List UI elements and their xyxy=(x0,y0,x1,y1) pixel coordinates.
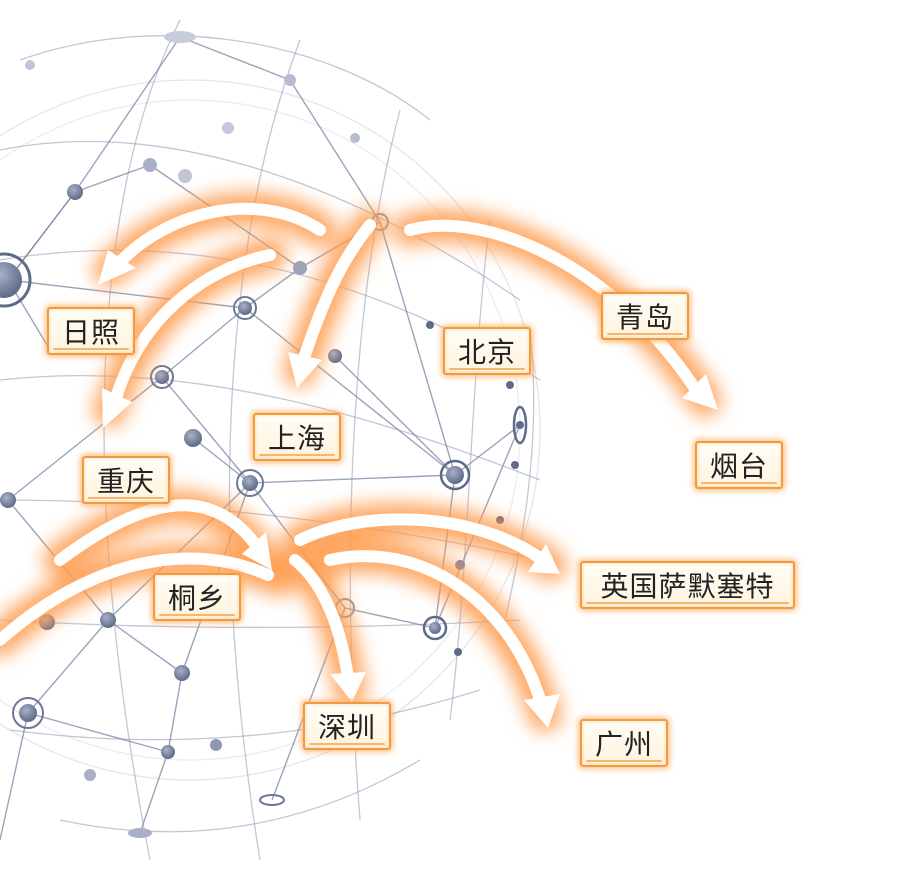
network-node xyxy=(242,475,258,491)
network-node xyxy=(446,466,464,484)
network-node xyxy=(439,459,471,491)
network-node xyxy=(259,794,285,806)
network-node xyxy=(429,622,441,634)
city-label-qingdao: 青岛 xyxy=(601,292,689,340)
network-node xyxy=(454,648,462,656)
network-node xyxy=(150,365,174,389)
network-node xyxy=(12,697,44,729)
network-node xyxy=(236,469,264,497)
network-node xyxy=(84,769,96,781)
network-node xyxy=(422,615,448,641)
arrow-head-yantai xyxy=(682,374,718,410)
network-node xyxy=(143,158,157,172)
network-node xyxy=(516,421,524,429)
network-node xyxy=(512,405,528,445)
network-node xyxy=(328,349,342,363)
network-node xyxy=(155,370,169,384)
network-node xyxy=(238,301,252,315)
network-node xyxy=(128,828,152,838)
arrow-head-shenzhen xyxy=(330,672,366,702)
flow-arrows xyxy=(0,192,722,732)
network-node xyxy=(426,321,434,329)
arrow-head-shanghai xyxy=(288,352,322,388)
network-node xyxy=(506,381,514,389)
city-label-guangzhou: 广州 xyxy=(580,719,668,767)
city-label-shenzhen: 深圳 xyxy=(303,702,391,750)
arrow-head-guangzhou xyxy=(524,694,560,728)
city-label-yantai: 烟台 xyxy=(695,441,783,489)
network-node xyxy=(0,492,16,508)
arrow-head-rizhao xyxy=(98,250,136,285)
network-node xyxy=(222,122,234,134)
arrow-head-uk xyxy=(528,544,560,574)
network-node xyxy=(25,60,35,70)
network-node xyxy=(284,74,296,86)
network-node xyxy=(184,429,202,447)
network-node xyxy=(19,704,37,722)
city-label-chongqing: 重庆 xyxy=(82,456,170,504)
city-label-shanghai: 上海 xyxy=(253,413,341,461)
network-node xyxy=(293,261,307,275)
network-node xyxy=(100,612,116,628)
network-node xyxy=(178,169,192,183)
arrow-head-tongxiang xyxy=(242,532,272,570)
network-hub-node xyxy=(0,252,32,308)
city-label-beijing: 北京 xyxy=(443,327,531,375)
network-node xyxy=(210,739,222,751)
city-label-rizhao: 日照 xyxy=(47,307,135,355)
arrow-head-chongqing xyxy=(102,388,132,428)
network-node xyxy=(233,296,257,320)
city-label-uk-somerset: 英国萨默塞特 xyxy=(580,561,795,609)
network-node xyxy=(350,133,360,143)
arrow-heads xyxy=(98,250,718,728)
arrow-bodies xyxy=(0,202,702,709)
network-node xyxy=(174,665,190,681)
network-node xyxy=(67,184,83,200)
network-node xyxy=(511,461,519,469)
network-node xyxy=(161,745,175,759)
city-label-tongxiang: 桐乡 xyxy=(153,573,241,621)
network-node xyxy=(164,31,196,43)
